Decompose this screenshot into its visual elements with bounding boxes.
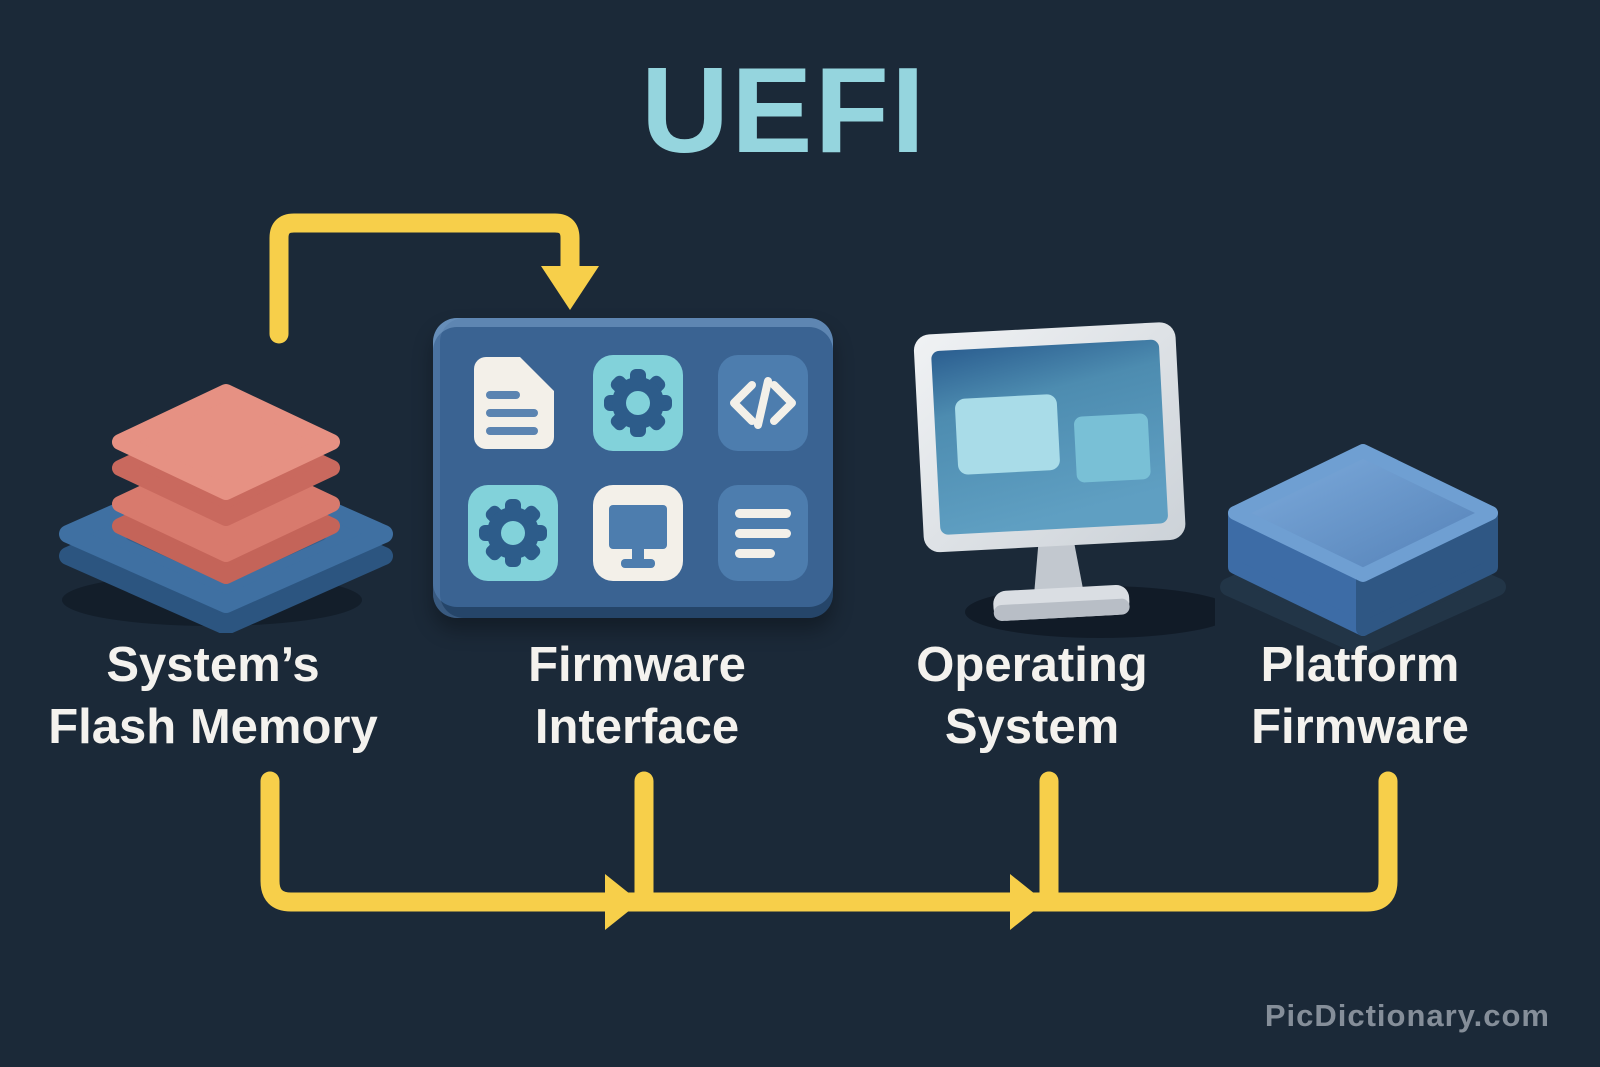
firmware-panel-icon (433, 318, 833, 618)
chip-box-icon (1220, 444, 1506, 656)
screen-icon (593, 485, 683, 581)
label-line: System’s (106, 638, 320, 692)
label-operating-system: Operating System (802, 634, 1262, 758)
document-icon (474, 357, 554, 449)
code-icon (718, 355, 808, 451)
monitor-icon (913, 322, 1215, 638)
label-line: Firmware (1251, 700, 1469, 754)
label-line: Firmware (528, 638, 746, 692)
gear-icon (468, 485, 558, 581)
diagram-title: UEFI (641, 42, 927, 178)
watermark: PicDictionary.com (1264, 998, 1550, 1033)
top-elbow-arrow-line (269, 213, 580, 344)
label-flash-memory: System’s Flash Memory (0, 634, 443, 758)
list-icon (718, 485, 808, 581)
right-arrowhead-1 (605, 874, 640, 930)
label-line: Flash Memory (48, 700, 378, 754)
label-line: Interface (534, 700, 740, 754)
label-line: System (944, 700, 1120, 754)
down-arrowhead (541, 266, 599, 310)
label-firmware-interface: Firmware Interface (407, 634, 867, 758)
label-platform-firmware: Platform Firmware (1130, 634, 1590, 758)
label-line: Operating (916, 638, 1148, 692)
right-arrowhead-2 (1010, 874, 1045, 930)
label-line: Platform (1260, 638, 1460, 692)
flash-memory-stack-icon (59, 384, 393, 633)
gear-icon (593, 355, 683, 451)
bottom-flow-line (260, 771, 1398, 912)
